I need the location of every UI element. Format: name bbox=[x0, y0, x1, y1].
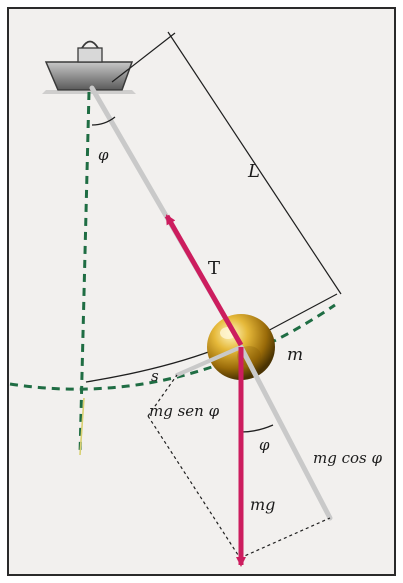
mass-label: m bbox=[287, 345, 303, 365]
radial-component-label: mg cos φ bbox=[313, 449, 382, 467]
length-label: L bbox=[247, 161, 260, 182]
tension-vector bbox=[164, 214, 244, 347]
vertical-reference-line bbox=[78, 91, 91, 456]
arc-path bbox=[9, 303, 336, 391]
length-dimension bbox=[111, 31, 342, 335]
tension-label: T bbox=[208, 258, 220, 279]
tangential-component-line bbox=[175, 345, 243, 377]
arc-length-guide bbox=[85, 349, 215, 383]
bottom-angle-label: φ bbox=[259, 436, 270, 454]
radial-component-line bbox=[238, 344, 333, 521]
vertical-reference-line-end bbox=[79, 397, 85, 456]
tangential-component-label: mg sen φ bbox=[149, 402, 220, 420]
arc-label: s bbox=[151, 367, 159, 385]
top-angle-arc bbox=[91, 116, 116, 126]
frame bbox=[7, 7, 396, 576]
bottom-angle-arc bbox=[240, 424, 274, 433]
weight-label: mg bbox=[250, 495, 275, 514]
projection-box bbox=[147, 374, 331, 559]
top-angle-label: φ bbox=[98, 146, 109, 164]
pivot-mount bbox=[42, 40, 136, 94]
